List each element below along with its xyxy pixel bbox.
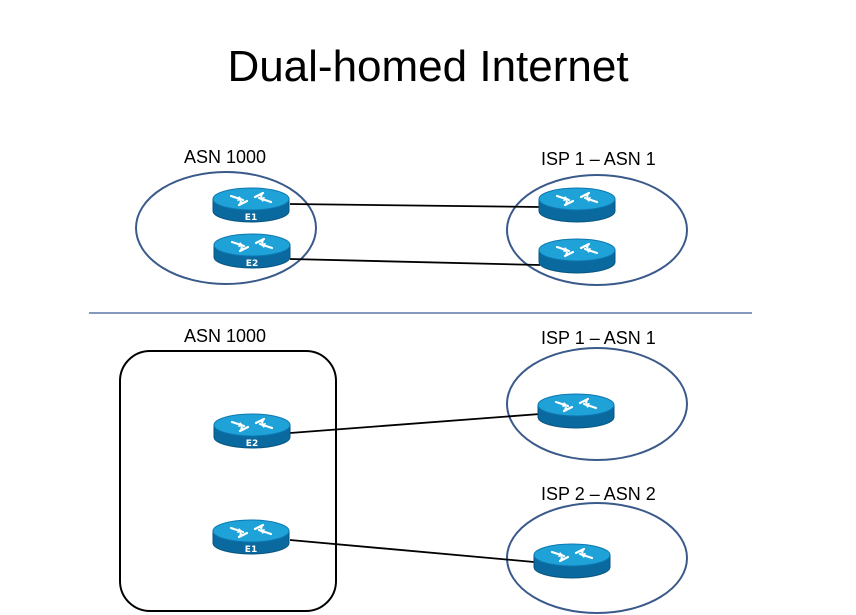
top-link-e2-isp1 [289,258,541,266]
bottom-asn1000-box [119,350,337,612]
bottom-link-e1-isp2 [289,539,535,563]
router-icon [536,392,616,430]
top-asn-label: ASN 1000 [184,147,267,167]
router-icon: E2 [212,232,292,270]
top-link-e1-isp1 [289,203,541,208]
router-icon [537,186,617,224]
router-label: E2 [246,259,258,269]
bottom-link-e2-isp1 [289,413,541,434]
router-label: E2 [246,439,258,449]
top-isp1-ellipse [506,174,688,286]
bottom-isp2-label: ISP 2 – ASN 2 [541,484,656,504]
router-icon [537,237,617,275]
top-asn1000-ellipse [135,171,317,285]
router-icon: E2 [212,412,292,450]
router-icon [532,542,612,580]
router-icon: E1 [211,186,291,224]
slide-title: Dual-homed Internet [227,42,629,91]
router-label: E1 [245,545,257,555]
bottom-isp1-label: ISP 1 – ASN 1 [541,328,656,348]
bottom-isp1-ellipse [506,347,688,461]
bottom-isp2-ellipse [506,502,688,614]
router-label: E1 [245,213,257,223]
bottom-asn-label: ASN 1000 [184,326,267,346]
router-icon: E1 [211,518,291,556]
top-isp1-label: ISP 1 – ASN 1 [541,149,656,169]
